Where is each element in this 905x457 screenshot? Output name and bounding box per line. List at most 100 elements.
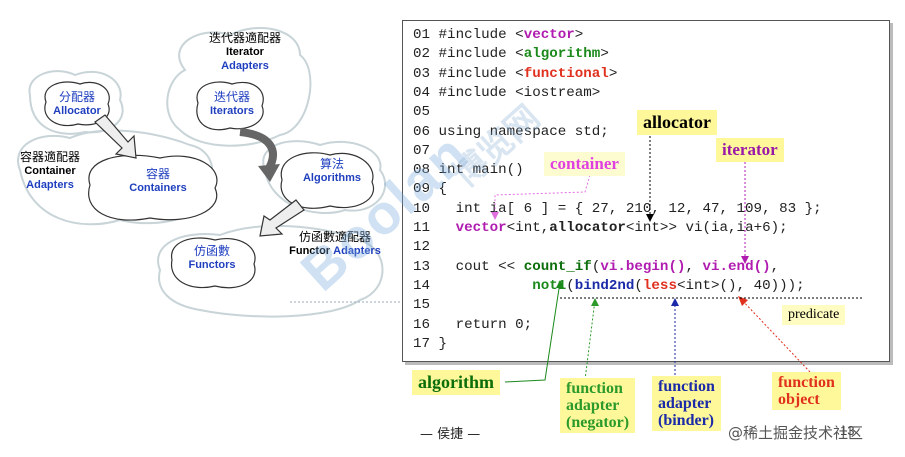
cloud-functor-adapters: [157, 224, 384, 318]
code-token: vi.begin(): [600, 258, 686, 275]
algorithms-zh: 算法: [319, 157, 344, 171]
code-line: 17 }: [413, 336, 447, 352]
container-adapters-zh: 容器適配器: [19, 150, 80, 164]
containers-en: Containers: [129, 182, 187, 194]
code-token: int main(): [430, 162, 524, 179]
code-token: ,: [685, 258, 703, 275]
binder-line-3: (binder): [658, 412, 714, 429]
containers-label: 容器 Containers: [120, 167, 196, 195]
line-number: 12: [413, 239, 431, 256]
code-token: <int>> vi(ia,ia+6);: [625, 220, 788, 236]
code-token: allocator: [549, 220, 626, 236]
code-token: int ia[ 6 ] = { 27, 210, 12, 47, 109, 83…: [430, 200, 822, 217]
cloud-algorithms-shape: [280, 152, 375, 209]
code-token: <int>(), 40)));: [676, 277, 805, 294]
code-token: cout <<: [430, 258, 524, 275]
arrow-iterators-curve: [239, 128, 277, 173]
allocator-label: 分配器 Allocator: [46, 90, 108, 118]
line-number: 13: [413, 258, 431, 275]
negator-line-1: function: [566, 380, 623, 397]
code-token: not1: [532, 277, 567, 294]
line-number: 04: [413, 84, 431, 101]
code-token: <int,: [506, 220, 550, 236]
source-watermark: @稀土掘金技术社区: [728, 424, 864, 442]
code-token: functional: [523, 65, 609, 82]
code-token: #include <: [430, 27, 524, 43]
code-token: (: [634, 277, 643, 294]
code-token: vi.end(): [702, 258, 771, 275]
iterator-adapters-label: 迭代器適配器 Iterator Adapters: [190, 31, 300, 73]
callout-predicate: predicate: [782, 305, 846, 325]
callout-function-adapter-negator: function adapter (negator): [560, 378, 636, 433]
iterator-adapters-en2: Adapters: [221, 60, 269, 72]
cloud-iterators-shape: [196, 81, 264, 131]
containers-zh: 容器: [145, 167, 170, 181]
iterator-adapters-en1: Iterator: [226, 46, 264, 58]
object-line-2: object: [778, 391, 820, 408]
code-line: 10 int ia[ 6 ] = { 27, 210, 12, 47, 109,…: [413, 201, 822, 217]
line-number: 02: [413, 46, 431, 63]
line-number: 08: [413, 162, 431, 179]
functors-en: Functors: [188, 259, 236, 271]
cloud-functors-shape: [170, 237, 256, 289]
cloud-allocator: [28, 70, 124, 135]
binder-line-1: function: [658, 378, 715, 395]
cloud-allocator-shape: [44, 81, 110, 127]
callout-allocator: allocator: [637, 110, 717, 135]
code-token: {: [430, 181, 448, 198]
container-adapters-en1: Container: [24, 165, 76, 177]
line-number: 16: [413, 316, 431, 333]
functor-adapters-en: Functor Adapters: [280, 244, 390, 258]
code-token: algorithm: [523, 46, 601, 63]
author-footer: — 侯捷 —: [420, 427, 481, 442]
allocator-en: Allocator: [53, 105, 101, 117]
callout-container: container: [544, 152, 625, 176]
negator-line-3: (negator): [566, 414, 630, 431]
code-line: 14 not1(bind2nd(less<int>(), 40)));: [413, 278, 805, 294]
iterator-adapters-zh: 迭代器適配器: [208, 31, 281, 45]
code-line: 12: [413, 239, 430, 255]
code-token: }: [430, 335, 448, 352]
code-line: 09 {: [413, 181, 447, 197]
code-token: vector: [523, 27, 575, 43]
arrow-allocator-to-containers: [94, 114, 137, 159]
callout-iterator: iterator: [716, 138, 784, 162]
code-line: 05: [413, 104, 430, 120]
code-line: 02 #include <algorithm>: [413, 46, 609, 62]
allocator-zh: 分配器: [58, 90, 95, 104]
code-token: vector: [455, 220, 507, 236]
code-line: 04 #include <iostream>: [413, 85, 600, 101]
algorithms-label: 算法 Algorithms: [296, 157, 368, 185]
code-token: ,: [770, 258, 780, 275]
code-token: return 0;: [430, 316, 533, 333]
algorithms-en: Algorithms: [302, 172, 362, 184]
functor-adapters-en1: Functor: [289, 245, 331, 257]
code-token: count_if: [523, 258, 592, 275]
code-token: [430, 278, 532, 294]
code-token: (: [566, 277, 575, 294]
line-number: 05: [413, 104, 431, 121]
line-number: 11: [413, 220, 431, 236]
line-number: 17: [413, 335, 431, 352]
line-number: 01: [413, 27, 431, 43]
functors-zh: 仿函數: [193, 244, 230, 258]
container-adapters-en2: Adapters: [26, 179, 74, 191]
cloud-algorithms: [262, 140, 386, 215]
code-line: 08 int main(): [413, 162, 524, 178]
cloud-containers-shape: [88, 154, 218, 221]
line-number: 14: [413, 277, 431, 294]
code-token: using namespace std;: [430, 123, 609, 140]
line-number: 09: [413, 181, 431, 198]
iterators-label: 迭代器 Iterators: [200, 90, 264, 118]
callout-function-object: function object: [772, 372, 841, 410]
code-line: 07: [413, 143, 430, 159]
code-token: (: [591, 258, 601, 275]
page-number: 13: [840, 423, 855, 438]
code-token: bind2nd: [574, 277, 635, 294]
code-line: 11 vector<int,allocator<int>> vi(ia,ia+6…: [413, 220, 788, 236]
arrow-algorithms-to-functors: [259, 199, 305, 237]
negator-line-2: adapter: [566, 397, 620, 414]
callout-algorithm: algorithm: [412, 370, 500, 395]
stl-components-diagram: [17, 26, 400, 318]
code-token: less: [642, 277, 677, 294]
